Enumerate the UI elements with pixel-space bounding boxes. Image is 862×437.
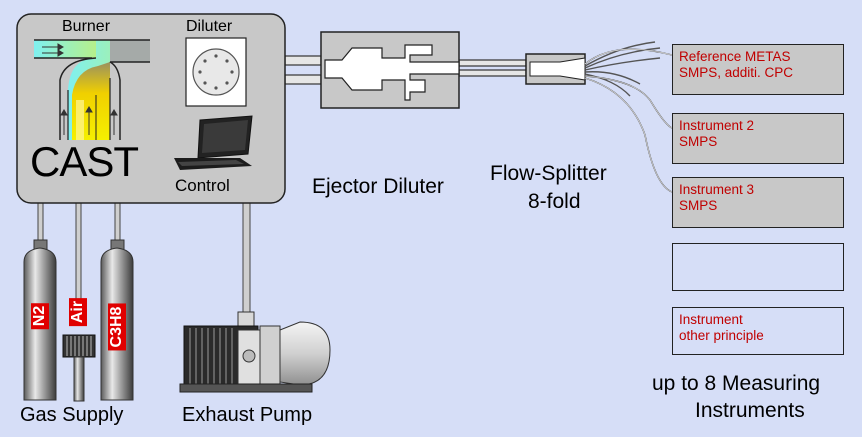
instrument-5-line2: other principle xyxy=(679,328,764,343)
instrument-3-line2: SMPS xyxy=(679,198,718,213)
diluter-disc xyxy=(185,37,247,107)
exhaust-pump-icon xyxy=(179,311,331,393)
gas-air-text: Air xyxy=(69,297,87,327)
burner-label: Burner xyxy=(62,18,111,35)
instrument-3-line1: Instrument 3 xyxy=(679,182,755,197)
instrument-2-line2: SMPS xyxy=(679,134,718,149)
instrument-5-line1: Instrument xyxy=(679,312,743,327)
flow-splitter-sublabel: 8-fold xyxy=(528,190,581,213)
diluter-label: Diluter xyxy=(186,18,233,35)
pipe-cast-to-ejector xyxy=(284,55,322,85)
gas-n2-text: N2 xyxy=(31,302,49,330)
instrument-1-line1: Reference METAS xyxy=(679,49,791,64)
measuring-instruments-sublabel: Instruments xyxy=(695,399,805,422)
measuring-instruments-label: up to 8 Measuring xyxy=(652,372,821,395)
ejector-diluter-label: Ejector Diluter xyxy=(312,175,444,198)
laptop-icon xyxy=(174,115,253,170)
instrument-3-box: Instrument 3 SMPS xyxy=(672,177,844,228)
gas-supply-label: Gas Supply xyxy=(20,404,124,426)
instrument-1-box: Reference METAS SMPS, additi. CPC xyxy=(672,44,844,95)
gas-label-n2: N2 xyxy=(24,296,56,336)
gas-label-c3h8: C3H8 xyxy=(101,302,133,352)
burner-diagram xyxy=(34,39,150,140)
instrument-2-line1: Instrument 2 xyxy=(679,118,755,133)
instrument-4-box xyxy=(672,243,844,291)
flow-splitter xyxy=(525,53,586,85)
instrument-2-box: Instrument 2 SMPS xyxy=(672,113,844,164)
ejector-diluter xyxy=(320,31,460,109)
pipe-ejector-to-splitter xyxy=(458,59,527,77)
instrument-1-line2: SMPS, additi. CPC xyxy=(679,65,794,80)
splitter-tubes-light xyxy=(584,48,673,193)
control-label: Control xyxy=(175,176,230,195)
exhaust-line xyxy=(242,202,251,316)
instrument-5-box: Instrument other principle xyxy=(672,307,844,355)
gas-label-air: Air xyxy=(62,292,94,332)
cast-title: CAST xyxy=(30,138,139,185)
air-compressor-fitting xyxy=(62,334,96,402)
gas-c3h8-text: C3H8 xyxy=(108,303,126,351)
flow-splitter-label: Flow-Splitter xyxy=(490,162,607,185)
exhaust-pump-label: Exhaust Pump xyxy=(182,404,313,426)
